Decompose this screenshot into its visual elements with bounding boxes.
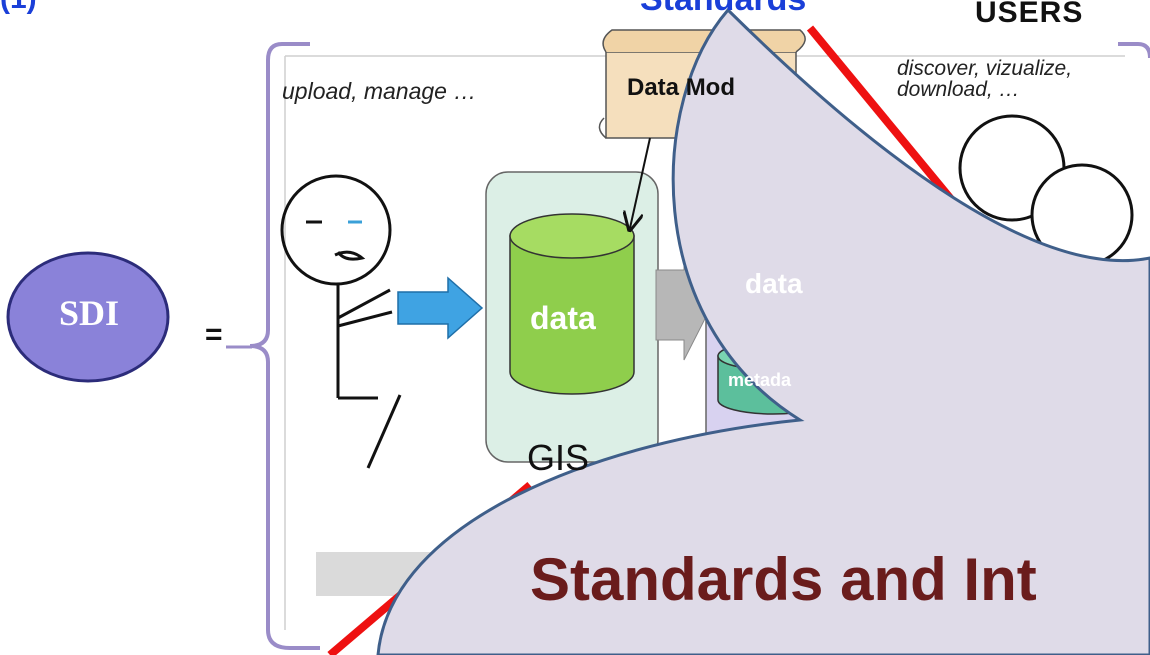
upload-manage-label: upload, manage … [282,78,477,104]
metadata-label: metada [728,370,792,390]
gis-data-cylinder [509,213,635,395]
sdi-ellipse [6,251,170,383]
producer-stick-figure [280,174,402,469]
service-data-label: data [745,268,803,299]
user-figures [958,114,1134,267]
discover-label-line1: discover, vizualize, [897,57,1073,80]
gis-label: GIS [527,437,590,478]
discover-label-line2: download, … [897,78,1020,101]
gis-data-label: data [530,300,596,336]
upload-arrow [397,276,484,340]
standards-title-fragment: Standards [640,0,806,19]
page-curl-title: Standards and Int [530,546,1037,613]
page-curl [376,7,1150,655]
users-title: USERS [975,0,1084,29]
sdi-label: SDI [58,293,120,333]
discover-label: discover, vizualize, download, … [897,58,1072,100]
top-left-title-fragment: (1) [0,0,37,16]
data-model-label: Data Mod [627,74,735,101]
equals-sign: = [205,318,223,351]
red-strike-top [806,25,964,213]
